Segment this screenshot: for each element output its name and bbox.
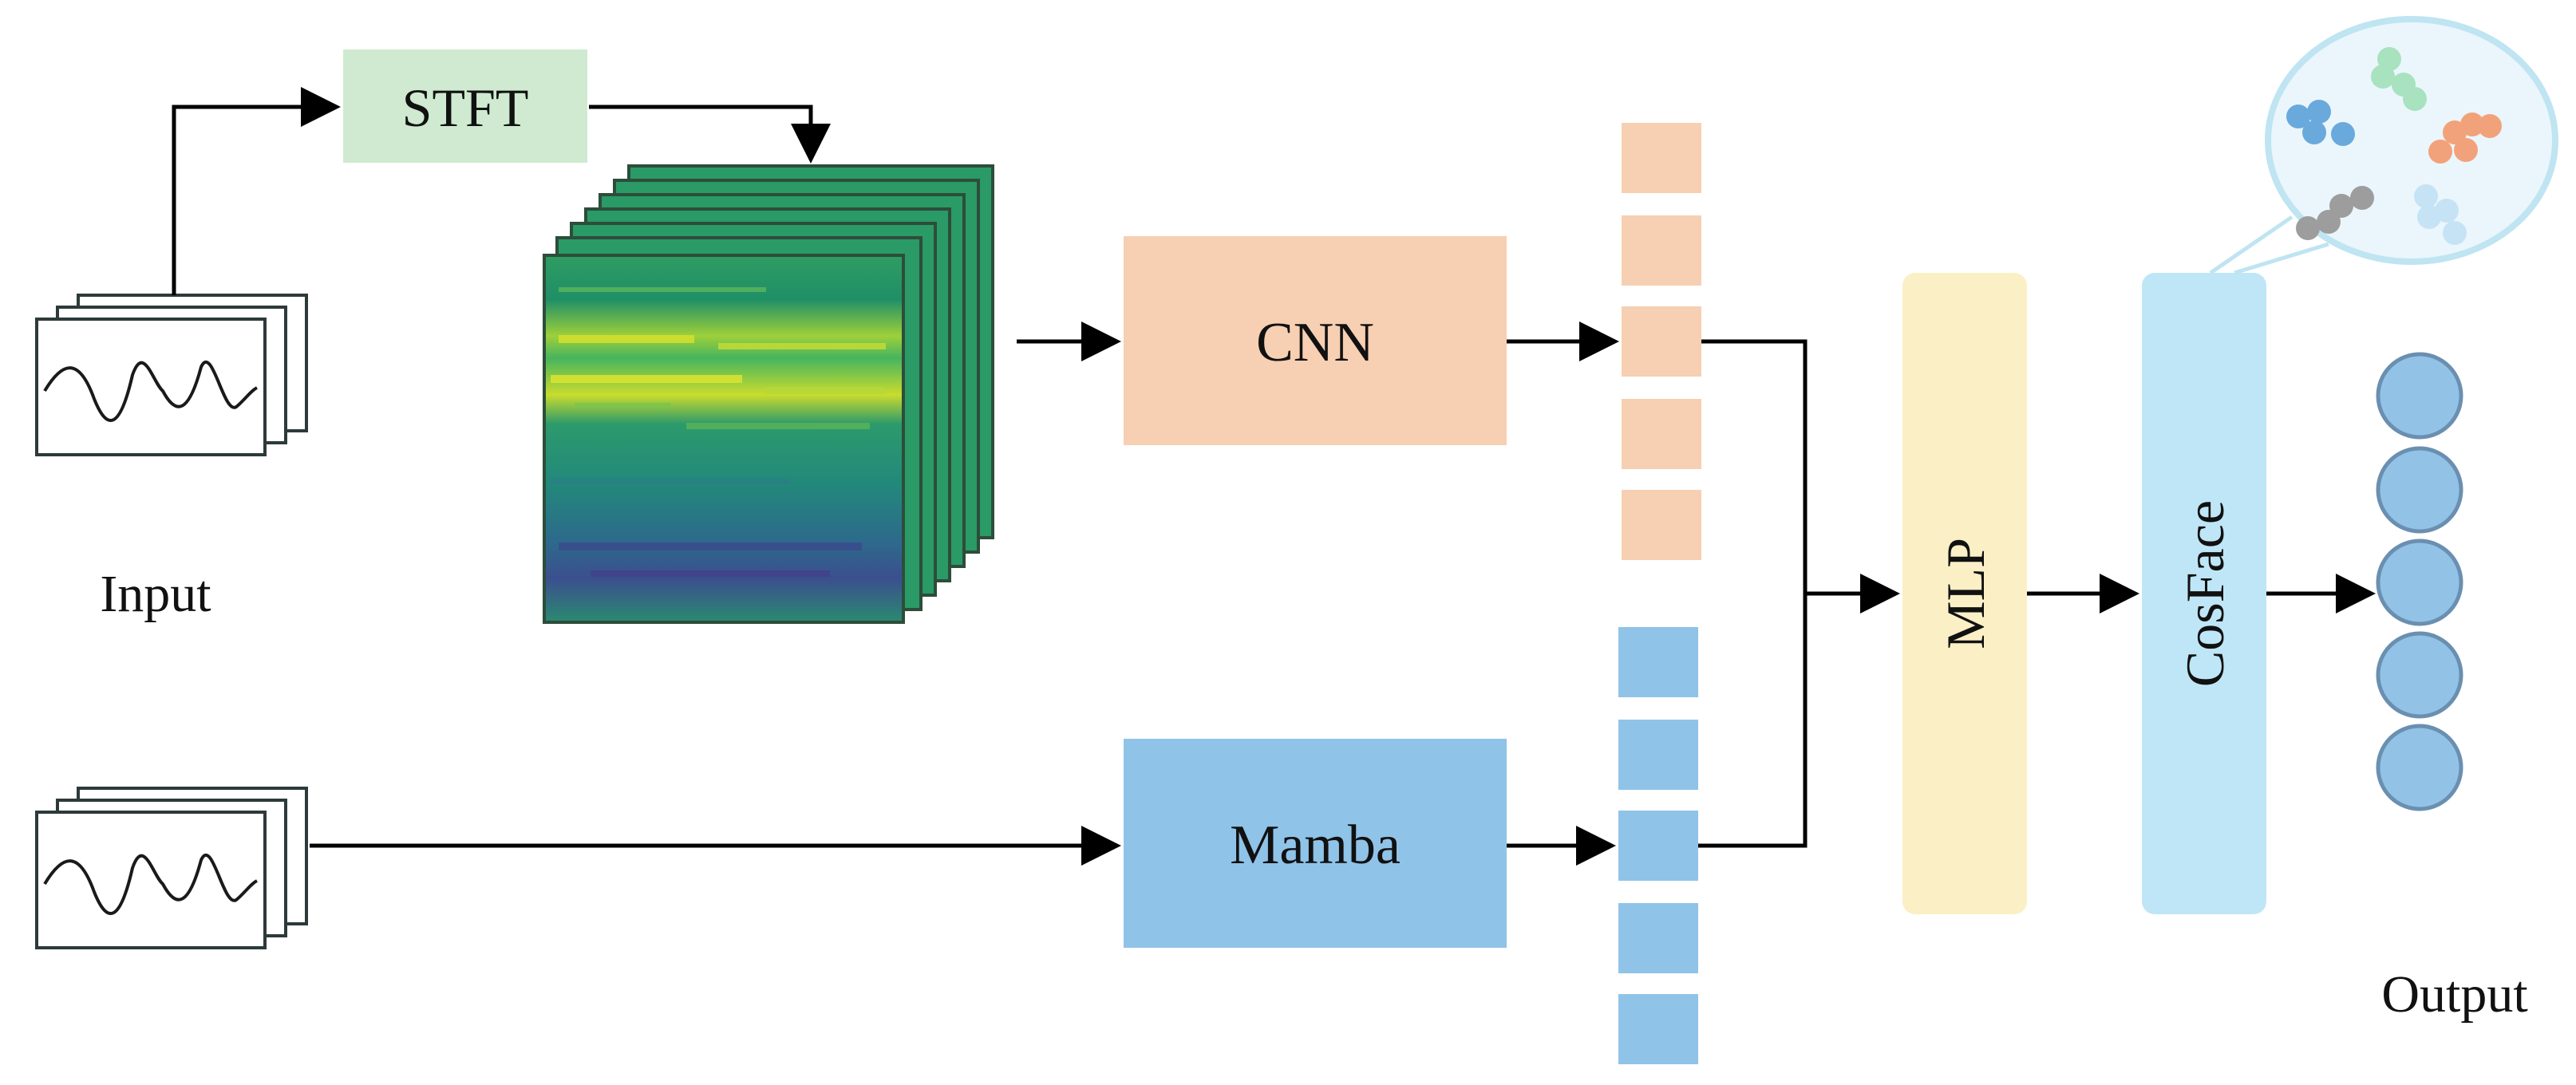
cnn-feature-square	[1622, 123, 1701, 193]
mamba-feature-square	[1618, 903, 1698, 973]
stft-label: STFT	[402, 77, 529, 138]
cnn-feature-square	[1622, 306, 1701, 377]
input-label: Input	[100, 565, 211, 623]
mlp-label: MLP	[1935, 538, 1996, 649]
mlp-box	[1902, 273, 2027, 914]
mamba-feature-square	[1618, 811, 1698, 881]
mamba-feature-vector	[1618, 627, 1698, 1064]
output-node	[2376, 724, 2463, 811]
output-node	[2376, 631, 2463, 719]
cnn-feature-vector	[1622, 123, 1701, 560]
waveform-stack-icon	[35, 294, 308, 456]
stft-box	[343, 49, 587, 163]
mamba-feature-square	[1618, 720, 1698, 790]
line-cnn-features-to-merge	[1698, 339, 1808, 848]
mamba-feature-square	[1618, 627, 1698, 697]
arrow-stft-to-spectrogram	[589, 105, 831, 164]
mamba-feature-square	[1618, 994, 1698, 1064]
output-nodes	[2376, 352, 2463, 811]
arrow-input-to-stft	[172, 87, 341, 295]
embedding-cluster-bubble	[2209, 16, 2558, 275]
cnn-feature-square	[1622, 490, 1701, 560]
output-node	[2376, 352, 2463, 440]
connectors	[172, 87, 2376, 866]
waveform-stack-icon	[35, 787, 308, 949]
cnn-feature-square	[1622, 215, 1701, 286]
spectrogram-stack-icon	[543, 164, 994, 624]
cnn-box	[1124, 236, 1507, 445]
cnn-feature-square	[1622, 399, 1701, 469]
output-node	[2376, 539, 2463, 626]
cosface-label: CosFace	[2175, 500, 2235, 687]
mamba-box	[1124, 739, 1507, 948]
cosface-box	[2142, 273, 2266, 914]
output-node	[2376, 446, 2463, 534]
mamba-label: Mamba	[1230, 815, 1401, 876]
output-label: Output	[2381, 965, 2527, 1024]
cnn-label: CNN	[1256, 312, 1374, 373]
